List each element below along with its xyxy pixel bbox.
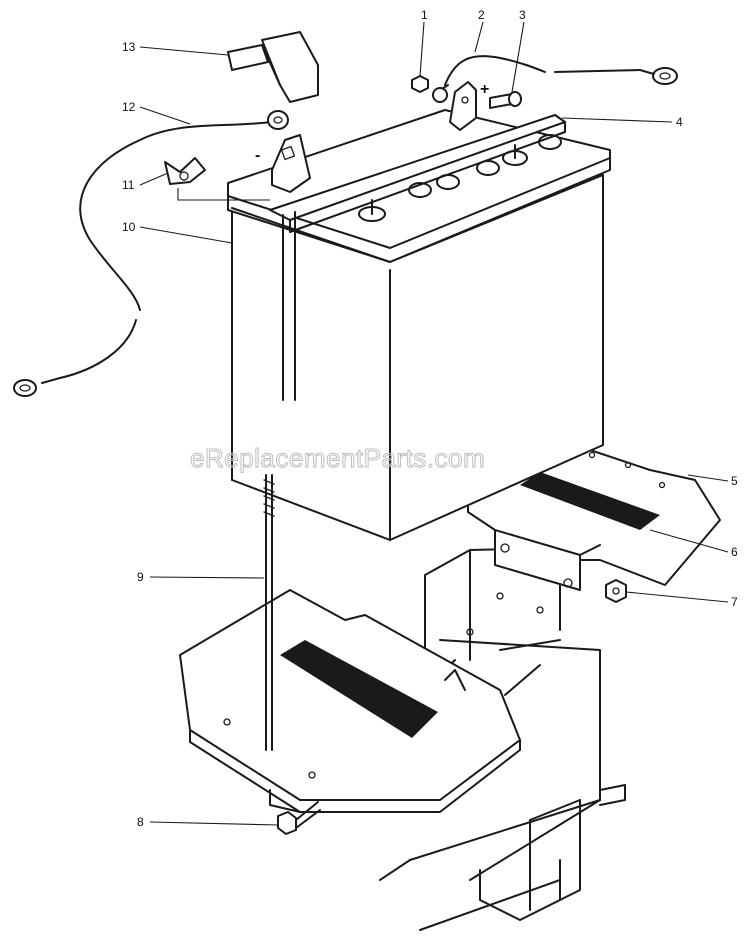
wing-nut: [164, 157, 206, 185]
terminal-nut: [411, 75, 429, 93]
tray-bolt: [277, 801, 321, 835]
positive-terminal-clamp: [449, 81, 522, 131]
negative-terminal-clamp: [271, 134, 311, 193]
tray-rubber-pad: [280, 640, 438, 738]
callout-12: 12: [122, 100, 136, 114]
positive-cable: [432, 55, 678, 103]
bracket-rubber-pad: [520, 472, 660, 530]
callout-1: 1: [421, 8, 428, 22]
callout-10: 10: [122, 220, 136, 234]
callout-8: 8: [137, 815, 144, 829]
positive-symbol: +: [480, 81, 489, 98]
j-bolt: [263, 211, 296, 751]
callout-7: 7: [731, 595, 738, 609]
callouts: 1 2 3 4 5 6 7 8 9 10 11 12 13: [122, 8, 738, 829]
callout-2: 2: [478, 8, 485, 22]
callout-4: 4: [676, 115, 683, 129]
callout-3: 3: [519, 8, 526, 22]
bracket-nut: [605, 579, 627, 603]
callout-5: 5: [731, 474, 738, 488]
callout-9: 9: [137, 570, 144, 584]
negative-cable: [13, 110, 289, 397]
callout-13: 13: [122, 40, 136, 54]
callout-11: 11: [122, 178, 135, 192]
leader-lines: [139, 21, 729, 826]
watermark: eReplacementParts.com: [190, 443, 485, 473]
callout-6: 6: [731, 545, 738, 559]
negative-symbol: -: [255, 147, 260, 164]
terminal-boot: [227, 31, 319, 103]
frame-chassis: [379, 547, 626, 931]
